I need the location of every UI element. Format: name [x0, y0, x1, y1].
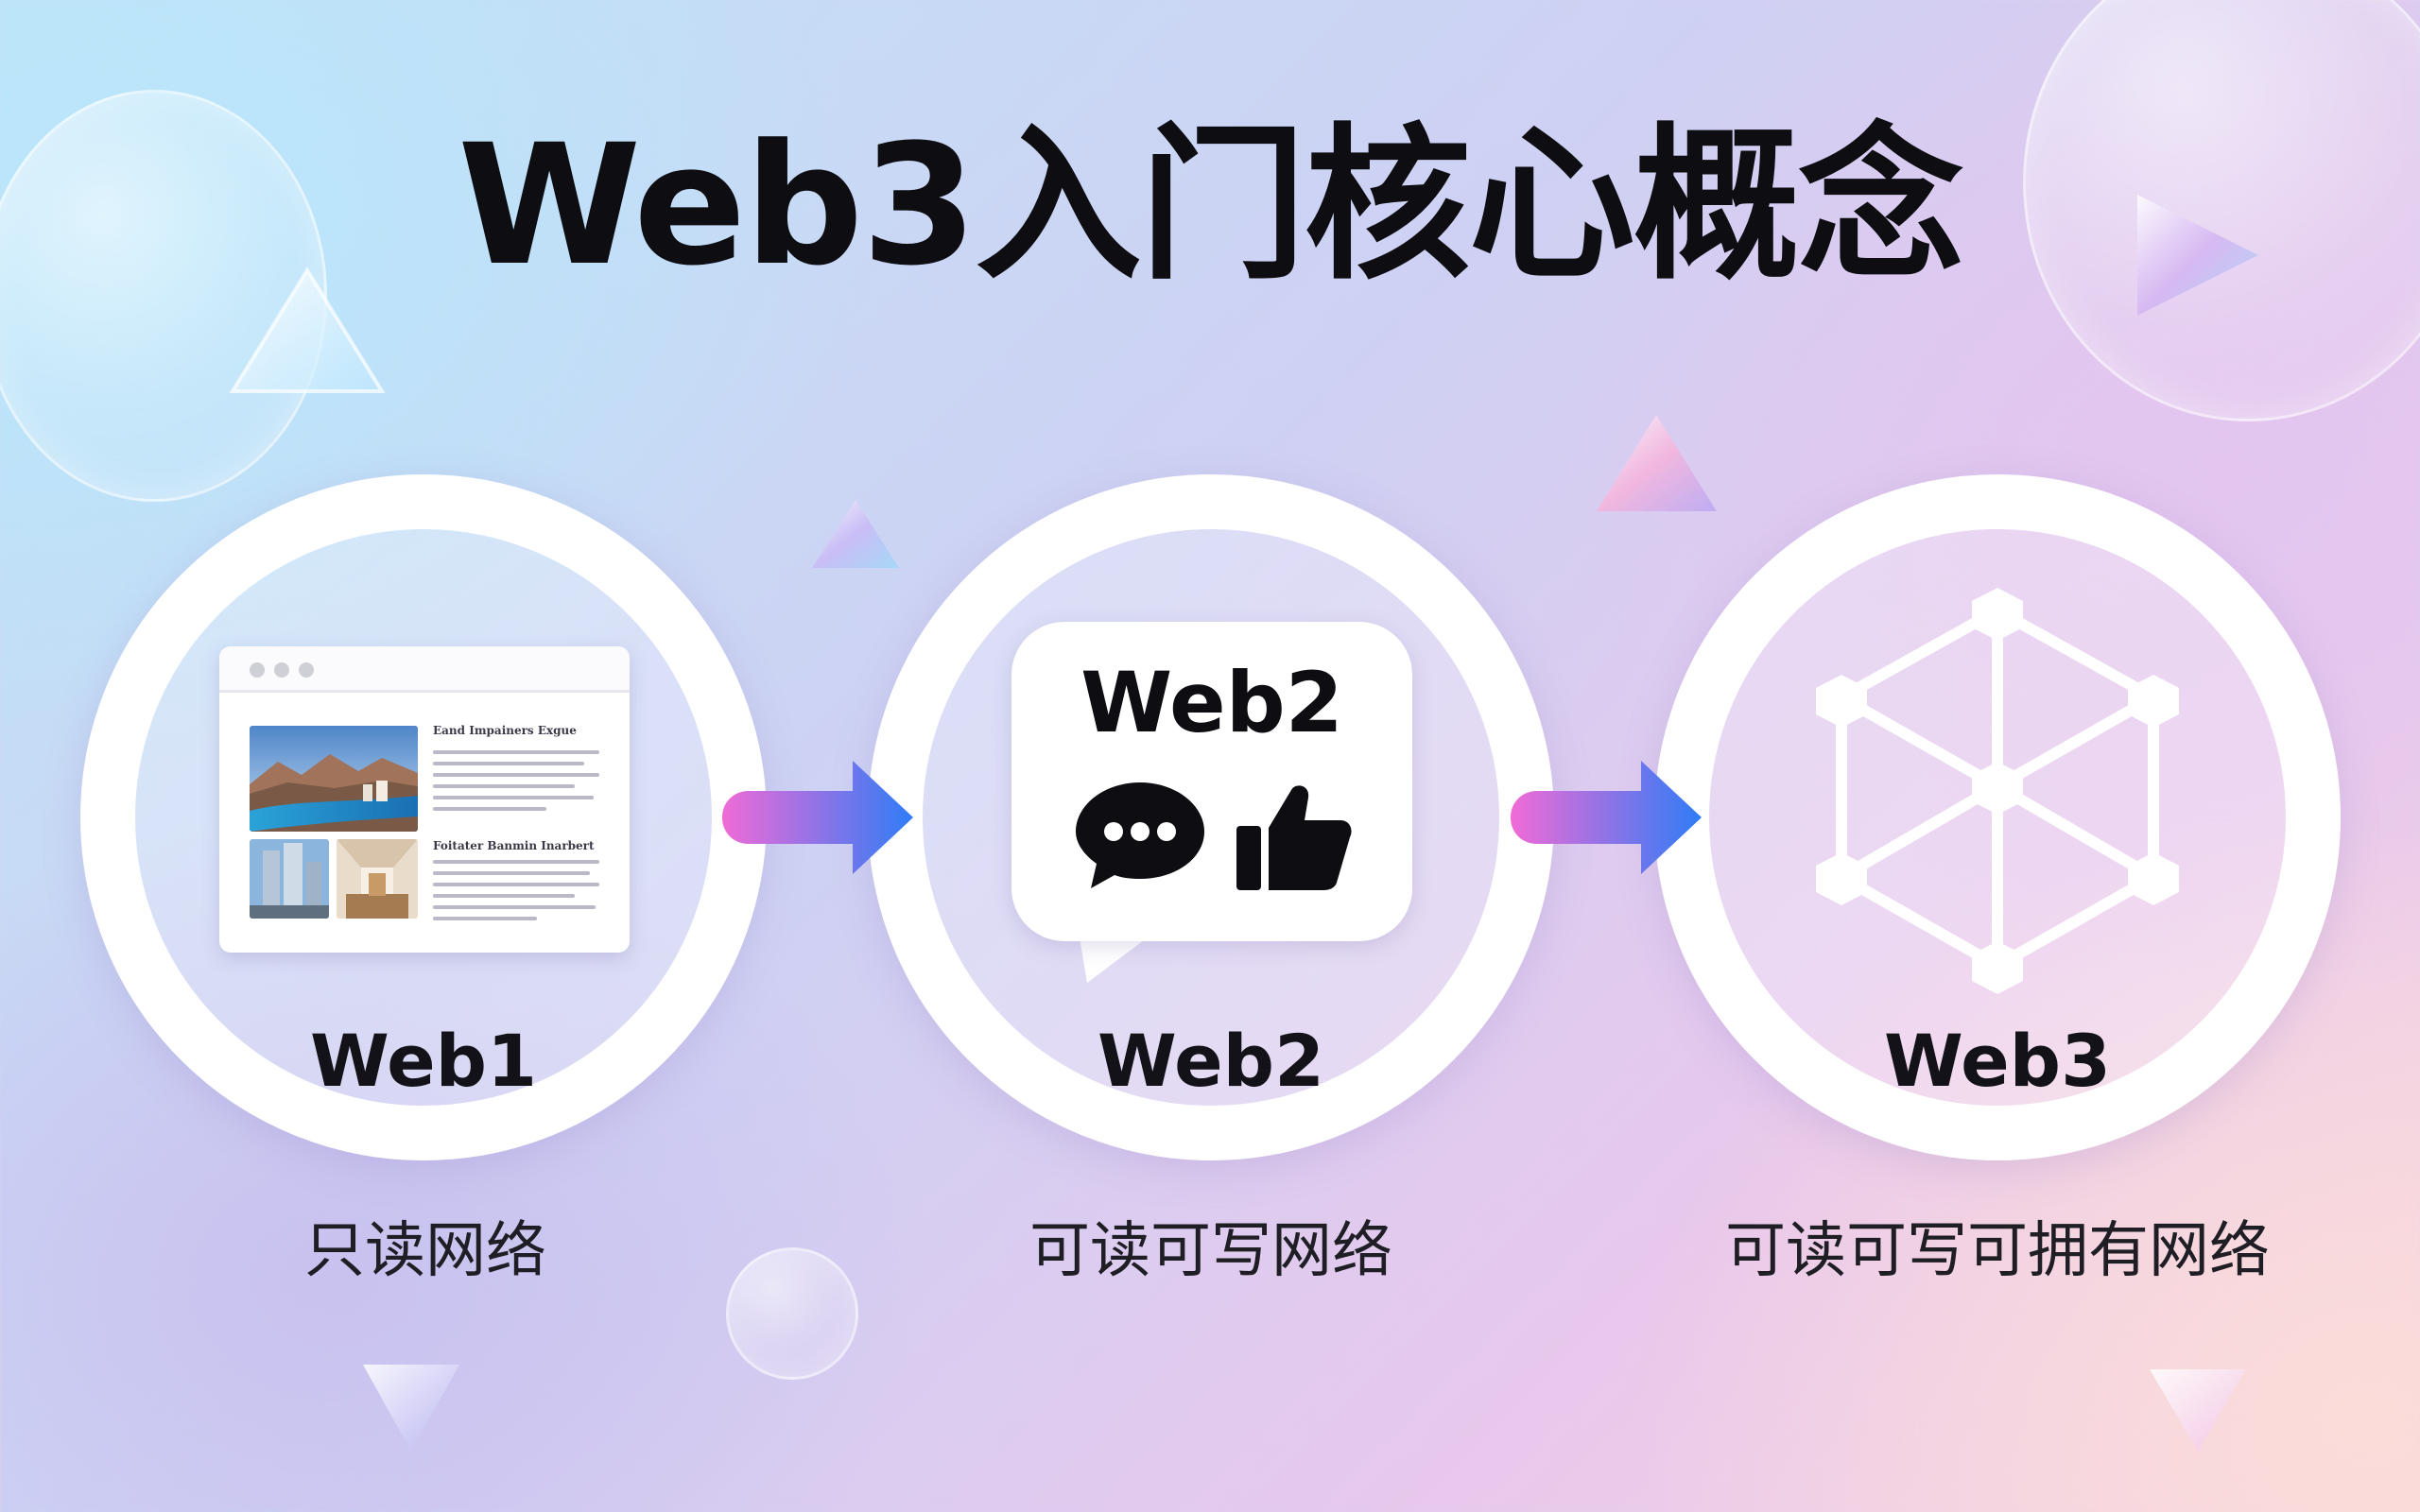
article-headline: Foitater Banmin Inarbert	[433, 839, 595, 852]
article-headline: Eand Impainers Exgue	[433, 724, 577, 737]
arrow-right-icon	[1511, 761, 1702, 874]
decorative-bubble	[726, 1247, 858, 1380]
stage-label-web2: Web2	[1098, 1019, 1324, 1103]
decorative-triangle-icon	[2150, 1369, 2246, 1452]
chat-bubble-icon	[1011, 622, 1412, 941]
decorative-bubble	[0, 90, 327, 502]
comment-icon	[1076, 782, 1204, 888]
arrow-right-icon	[722, 761, 913, 874]
browser-window-icon: Eand Impainers Exgue Foitater Banmin Ina…	[219, 646, 630, 953]
buildings-photo	[250, 839, 329, 919]
landscape-photo	[250, 726, 418, 832]
thumbs-up-icon	[1236, 785, 1352, 890]
stage-caption-web3: 可读可写可拥有网络	[1725, 1216, 2270, 1286]
stage-label-web3: Web3	[1884, 1019, 2111, 1103]
decorative-bubble	[2023, 0, 2420, 421]
decorative-triangle-icon	[812, 500, 899, 568]
chat-bubble-text: Web2	[1080, 654, 1343, 751]
decorative-triangle-icon	[2137, 195, 2258, 316]
decorative-triangle-icon	[363, 1365, 459, 1452]
browser-title-bar	[219, 646, 630, 693]
network-hexagon-icon	[1816, 588, 2179, 994]
stage-caption-web1: 只读网络	[304, 1216, 546, 1286]
decorative-triangle-icon	[229, 266, 386, 393]
stage-label-web1: Web1	[310, 1019, 537, 1103]
decorative-triangle-icon	[1597, 415, 1717, 511]
page-title: Web3入门核心概念	[458, 109, 1964, 302]
interior-photo	[337, 839, 418, 919]
stage-caption-web2: 可读可写网络	[1029, 1216, 1392, 1286]
